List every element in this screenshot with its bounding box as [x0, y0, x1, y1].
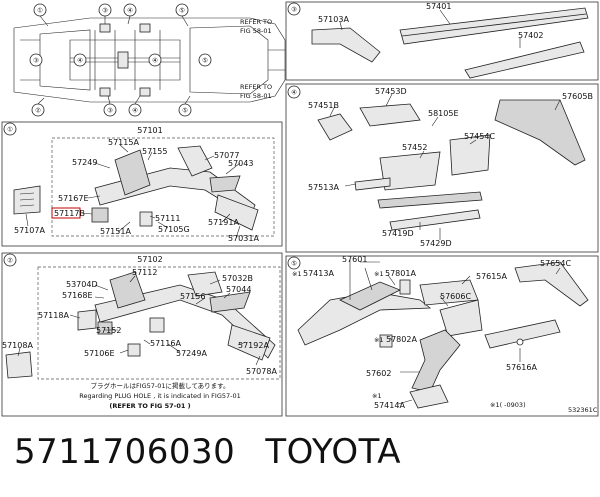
panel-1-part-57115a: 57115A	[108, 138, 139, 147]
panel-3-number: ③	[291, 6, 297, 14]
overview-marker-2-label: ②	[35, 107, 41, 115]
panel-2-part-57108a: 57108A	[2, 341, 33, 350]
panel-4-part-57429d: 57429D	[420, 239, 452, 248]
footer: 5711706030 TOYOTA	[14, 432, 401, 482]
panel-5-mark-a: ※1	[292, 270, 302, 278]
panel-5-part-57413a: 57413A	[303, 269, 334, 278]
panel-2-part-57106e: 57106E	[84, 349, 115, 358]
panel-2-part-57116a: 57116A	[150, 339, 181, 348]
overview-marker-4a-label: ④	[127, 7, 133, 15]
panel-3-part-57401: 57401	[426, 2, 451, 11]
overview-marker-3a-label: ③	[102, 7, 108, 15]
panel-5-part-57414a: 57414A	[374, 401, 405, 410]
panel-2-note-jp: プラグホールはFIG57-01に掲載してあります。	[90, 381, 229, 390]
panel-2-part-57152: 57152	[96, 326, 121, 335]
panel-1-part-57111: 57111	[155, 214, 180, 223]
panel-5-code: 532361C	[568, 406, 598, 414]
panel-4-part-57452: 57452	[402, 143, 427, 152]
panel-1-part-57031a: 57031A	[228, 234, 259, 243]
panel-1-part-57155: 57155	[142, 147, 167, 156]
panel-2-part-53704d: 53704D	[66, 280, 98, 289]
panel-3-part-57402: 57402	[518, 31, 543, 40]
overview-refer-a-line1: REFER TO	[240, 18, 272, 26]
panel-1-part-57105g: 57105G	[158, 225, 190, 234]
overview-refer-b-line1: REFER TO	[240, 83, 272, 91]
panel-4-part-58105e: 58105E	[428, 109, 459, 118]
panel-5-footnote: ※1( -0903)	[490, 401, 526, 409]
panel-1-number: ①	[7, 126, 13, 134]
panel-2-part-57249a: 57249A	[176, 349, 207, 358]
overview-marker-4b	[73, 53, 87, 67]
overview-marker-3b	[29, 53, 43, 67]
panel-2-part-57078a: 57078A	[246, 367, 277, 376]
panel-2-part-57192a: 57192A	[238, 341, 269, 350]
overview-marker-5b-label: ⑤	[202, 57, 208, 65]
panel-3: ③ 57103A 57401 57402	[285, 1, 599, 81]
panel-1-part-57191a: 57191A	[208, 218, 239, 227]
panel-2-note-en: Regarding PLUG HOLE , it is indicated in…	[79, 392, 241, 400]
panel-1-part-57043: 57043	[228, 159, 253, 168]
panel-2-part-57156: 57156	[180, 292, 205, 301]
panel-3-part-57103a: 57103A	[318, 15, 349, 24]
overview-marker-4c	[148, 53, 162, 67]
overview-refer-b-line2: FIG 58-01	[240, 92, 272, 100]
overview-marker-3b-label: ③	[33, 57, 39, 65]
panel-1: ① 57101 57115A 57155 57249 57077 57043 5…	[1, 121, 283, 247]
overview-marker-1-label: ①	[37, 7, 43, 15]
panel-5-part-57802a: 57802A	[386, 335, 417, 344]
overview-marker-4c-label: ④	[152, 57, 158, 65]
panel-5-part-57616a: 57616A	[506, 363, 537, 372]
panel-5-part-57615a: 57615A	[476, 272, 507, 281]
panel-1-part-57107a: 57107A	[14, 226, 45, 235]
panel-2-part-57112: 57112	[132, 268, 157, 277]
overview-marker-4b-label: ④	[77, 57, 83, 65]
panel-4-number: ④	[291, 89, 297, 97]
panel-4-part-57454c: 57454C	[464, 132, 495, 141]
overview-marker-4d-label: ④	[132, 107, 138, 115]
panel-1-group: 57101	[137, 126, 162, 135]
panel-1-part-57077: 57077	[214, 151, 239, 160]
overview-refer-a-line2: FIG 58-01	[240, 27, 272, 35]
panel-5: ⑤ 57601 ※1 57413A ※1 57801A 57615A 57654…	[285, 255, 599, 417]
panel-5-part-57602: 57602	[366, 369, 391, 378]
panel-1-part-57167e: 57167E	[58, 194, 89, 203]
brand-name: TOYOTA	[265, 432, 402, 472]
panel-5-mark-b: ※1	[374, 270, 384, 278]
panel-2-part-57044: 57044	[226, 285, 251, 294]
panel-4-part-57451b: 57451B	[308, 101, 339, 110]
panel-2-number: ②	[7, 257, 13, 265]
panel-2-note-ref: (REFER TO FIG 57-01 )	[109, 402, 190, 410]
panel-1-part-57117b-highlight[interactable]: 57117B	[54, 209, 85, 218]
part-number: 5711706030	[14, 432, 236, 472]
panel-2-part-57032b: 57032B	[222, 274, 253, 283]
panel-4-part-57419d: 57419D	[382, 229, 414, 238]
overview-marker-3c-label: ③	[107, 107, 113, 115]
overview-marker-5b	[198, 53, 212, 67]
overview-marker-5a-label: ⑤	[179, 7, 185, 15]
panel-2-group: 57102	[137, 255, 162, 264]
panel-4-part-57605b: 57605B	[562, 92, 593, 101]
panel-5-part-57601: 57601	[342, 255, 367, 264]
panel-5-mark-c: ※1	[374, 336, 384, 344]
panel-5-part-57606c: 57606C	[440, 292, 471, 301]
panel-2-part-57118a: 57118A	[38, 311, 69, 320]
overview-panel: ① ③ ④ ⑤ ③ ④ ④ ⑤ ② ③ ④ ⑤ REFER TO FIG 58-…	[13, 3, 286, 117]
panel-5-part-57654c: 57654C	[540, 259, 571, 268]
panel-1-part-57151a: 57151A	[100, 227, 131, 236]
panel-2-part-57168e: 57168E	[62, 291, 93, 300]
overview-marker-4a	[123, 3, 137, 17]
panel-1-part-57249: 57249	[72, 158, 97, 167]
panel-2: ② 57102 57112 53704D 57168E 57032B 57044…	[1, 252, 283, 417]
panel-4-part-57453d: 57453D	[375, 87, 407, 96]
overview-marker-5c-label: ⑤	[182, 107, 188, 115]
panel-4: ④ 57451B 57453D 58105E 57605B 57454C 574…	[285, 83, 599, 253]
panel-5-mark-d: ※1	[372, 392, 382, 400]
panel-4-part-57513a: 57513A	[308, 183, 339, 192]
panel-5-number: ⑤	[291, 260, 297, 268]
panel-5-part-57801a: 57801A	[385, 269, 416, 278]
